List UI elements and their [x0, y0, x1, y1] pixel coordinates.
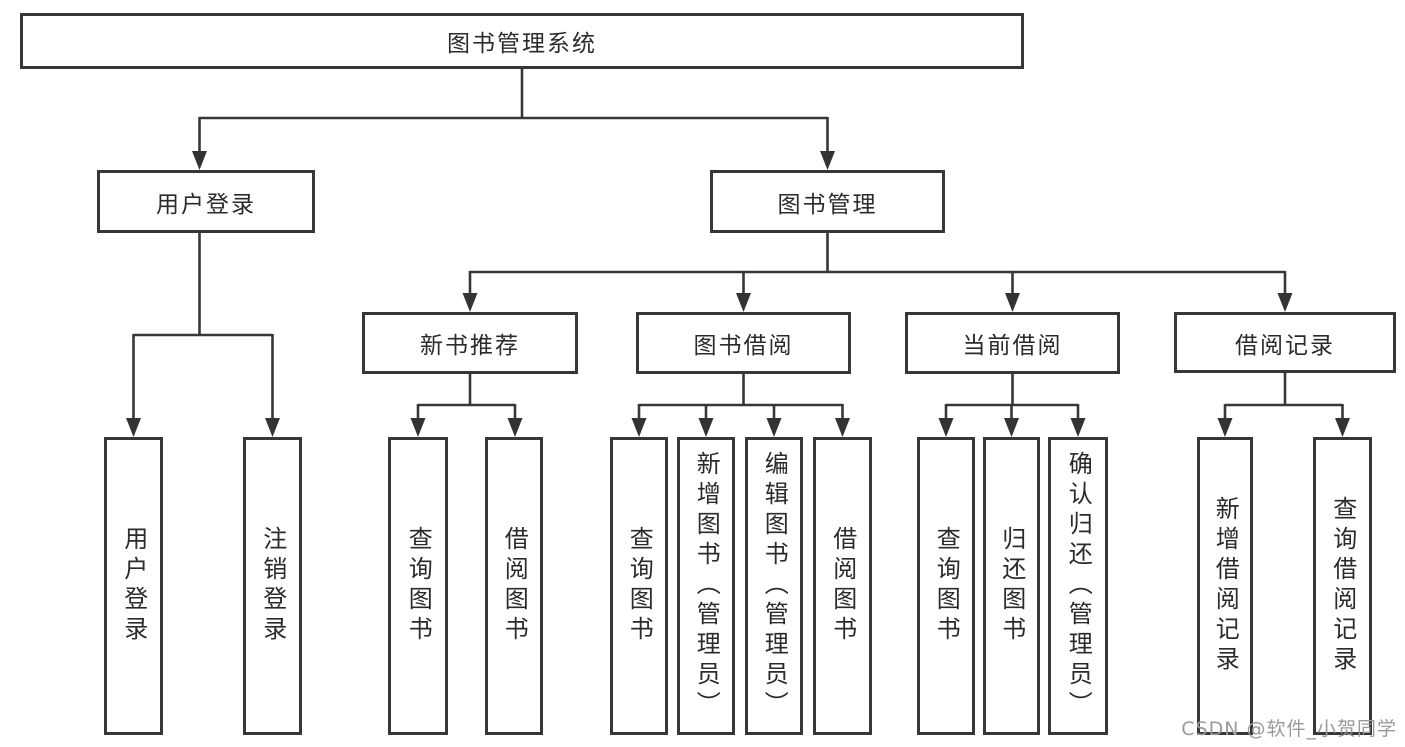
node-borrow-records: 借阅记录 [1174, 312, 1396, 373]
arrow-down-icon [1217, 418, 1233, 437]
arrow-down-icon [126, 418, 141, 437]
node-label: 查询图书 [932, 526, 961, 646]
leaf-borrowing-borrow-books: 借阅图书 [813, 437, 872, 735]
node-book-borrowing: 图书借阅 [636, 312, 851, 374]
csdn-watermark: CSDN @软件_小贺同学 [1181, 718, 1397, 740]
node-label: 用户登录 [156, 191, 256, 218]
node-user-login: 用户登录 [97, 170, 315, 233]
leaf-logout: 注销登录 [243, 437, 302, 735]
node-label: 借阅图书 [828, 526, 857, 646]
node-new-book-recommend: 新书推荐 [362, 312, 578, 374]
node-current-borrowing: 当前借阅 [905, 312, 1120, 374]
arrow-down-icon [835, 418, 850, 437]
node-label: 查询图书 [625, 526, 654, 646]
leaf-current-confirm-return-admin: 确认归还（管理员） [1048, 437, 1108, 735]
arrow-down-icon [938, 418, 954, 437]
node-library-management-system: 图书管理系统 [20, 13, 1024, 69]
node-label: 图书管理系统 [447, 31, 597, 57]
leaf-borrowing-add-book-admin: 新增图书（管理员） [677, 437, 735, 735]
arrow-down-icon [410, 418, 426, 437]
arrow-down-icon [631, 418, 647, 437]
leaf-records-add-borrow-record: 新增借阅记录 [1197, 437, 1253, 735]
node-label: 当前借阅 [962, 333, 1063, 359]
arrow-down-icon [265, 418, 280, 437]
leaf-current-query-books: 查询图书 [917, 437, 975, 735]
arrow-down-icon [820, 151, 835, 170]
leaf-records-query-borrow-record: 查询借阅记录 [1313, 437, 1372, 735]
arrow-down-icon [698, 418, 714, 437]
node-label: 新书推荐 [420, 333, 520, 359]
node-label: 用户登录 [119, 526, 148, 646]
arrow-down-icon [766, 418, 782, 437]
leaf-borrowing-edit-book-admin: 编辑图书（管理员） [745, 437, 803, 735]
leaf-user-login: 用户登录 [104, 437, 163, 735]
node-label: 确认归还（管理员） [1064, 451, 1093, 721]
leaf-newbook-borrow-books: 借阅图书 [485, 437, 543, 735]
leaf-borrowing-query-books: 查询图书 [610, 437, 668, 735]
arrow-down-icon [1335, 418, 1350, 437]
arrow-down-icon [192, 151, 207, 170]
node-label: 借阅记录 [1235, 332, 1335, 359]
node-label: 注销登录 [258, 526, 287, 646]
node-label: 借阅图书 [500, 526, 529, 646]
arrow-down-icon [1004, 418, 1019, 437]
node-label: 查询图书 [404, 526, 433, 646]
leaf-current-return-books: 归还图书 [983, 437, 1040, 735]
node-book-management: 图书管理 [710, 170, 945, 233]
arrow-down-icon [507, 418, 523, 437]
node-label: 编辑图书（管理员） [760, 451, 789, 721]
node-label: 图书管理 [777, 191, 878, 218]
node-label: 查询借阅记录 [1328, 496, 1357, 676]
arrow-down-icon [736, 293, 751, 312]
leaf-newbook-query-books: 查询图书 [388, 437, 448, 735]
arrow-down-icon [462, 293, 478, 312]
node-label: 归还图书 [997, 526, 1026, 646]
arrow-down-icon [1070, 418, 1086, 437]
arrow-down-icon [1005, 293, 1020, 312]
node-label: 图书借阅 [693, 333, 794, 359]
arrow-down-icon [1277, 293, 1293, 312]
node-label: 新增借阅记录 [1211, 496, 1240, 676]
node-label: 新增图书（管理员） [692, 451, 721, 721]
